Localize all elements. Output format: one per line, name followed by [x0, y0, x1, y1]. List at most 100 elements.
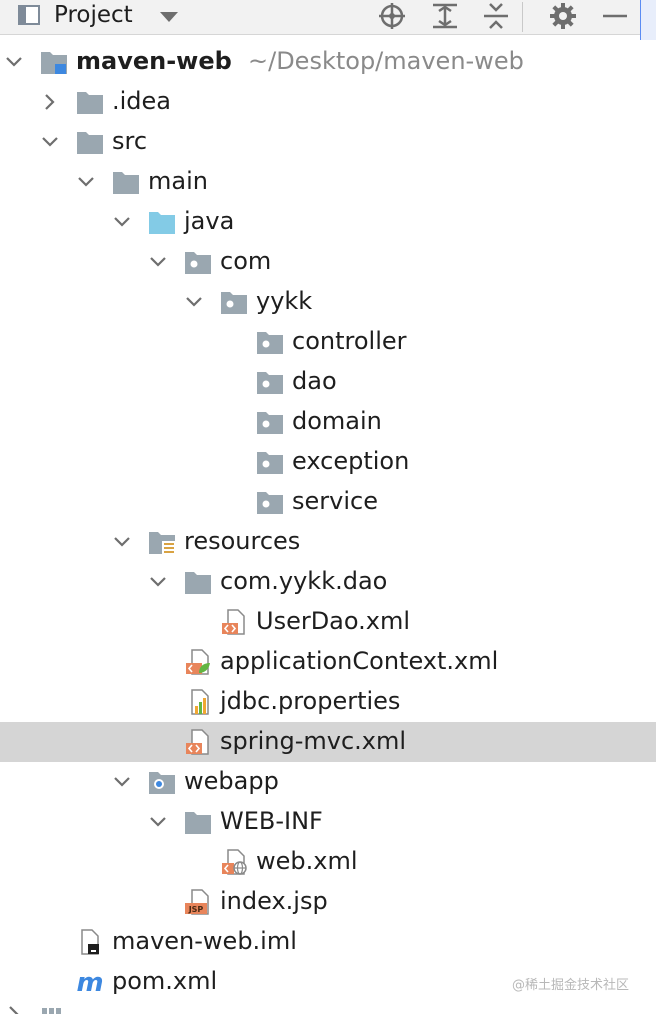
- collapse-all-icon[interactable]: [481, 2, 511, 30]
- tree-row-webapp[interactable]: webapp: [0, 762, 656, 802]
- tree-row-web-xml[interactable]: web.xml: [0, 842, 656, 882]
- tree-row-yykk[interactable]: yykk: [0, 282, 656, 322]
- tree-row-applicationcontext-xml[interactable]: applicationContext.xml: [0, 642, 656, 682]
- svg-text:JSP: JSP: [188, 905, 204, 914]
- tree-row-userdao-xml[interactable]: UserDao.xml: [0, 602, 656, 642]
- chevron-down-icon[interactable]: [148, 812, 168, 832]
- tree-row-main[interactable]: main: [0, 162, 656, 202]
- tree-label-applicationcontext-xml: applicationContext.xml: [220, 647, 499, 675]
- module-folder-icon: [41, 52, 67, 74]
- package-icon: [257, 492, 283, 514]
- tree-row-partial: [0, 1002, 656, 1014]
- tree-label-com-yykk-dao: com.yykk.dao: [220, 567, 388, 595]
- tree-row-domain[interactable]: domain: [0, 402, 656, 442]
- spring-xml-file-icon: [186, 649, 210, 675]
- tree-row-src[interactable]: src: [0, 122, 656, 162]
- tree-row-service[interactable]: service: [0, 482, 656, 522]
- tree-row-exception[interactable]: exception: [0, 442, 656, 482]
- folder-icon: [185, 572, 211, 594]
- package-icon: [257, 452, 283, 474]
- tree-label-java: java: [184, 207, 235, 235]
- tree-label-main: main: [148, 167, 208, 195]
- tree-label-com: com: [220, 247, 272, 275]
- tree-label-web-xml: web.xml: [256, 847, 358, 875]
- package-icon: [257, 372, 283, 394]
- tree-row-spring-mvc-xml[interactable]: spring-mvc.xml: [0, 722, 656, 762]
- web-xml-file-icon: [222, 849, 247, 875]
- chevron-down-icon[interactable]: [76, 172, 96, 192]
- library-icon: [42, 1008, 61, 1014]
- tree-label-src: src: [112, 127, 148, 155]
- tree-label-idea: .idea: [112, 87, 172, 115]
- tree-row-jdbc-properties[interactable]: jdbc.properties: [0, 682, 656, 722]
- tree-row-index-jsp[interactable]: JSP index.jsp: [0, 882, 656, 922]
- tree-label-pom-xml: pom.xml: [112, 967, 218, 995]
- tree-row-resources[interactable]: resources: [0, 522, 656, 562]
- hide-minus-icon[interactable]: [600, 2, 630, 30]
- tree-row-dao[interactable]: dao: [0, 362, 656, 402]
- maven-icon: m: [76, 969, 103, 995]
- folder-icon: [113, 172, 139, 194]
- folder-icon: [185, 812, 211, 834]
- chevron-down-icon[interactable]: [112, 772, 132, 792]
- xml-file-icon: [186, 729, 209, 755]
- jsp-file-icon: JSP: [185, 889, 209, 915]
- chevron-down-icon[interactable]: [40, 132, 60, 152]
- tree-label-maven-web-iml: maven-web.iml: [112, 927, 297, 955]
- tree-label-index-jsp: index.jsp: [220, 887, 328, 915]
- tree-label-userdao-xml: UserDao.xml: [256, 607, 411, 635]
- tree-label-exception: exception: [292, 447, 410, 475]
- tree-label-resources: resources: [184, 527, 301, 555]
- tree-label-controller: controller: [292, 327, 407, 355]
- xml-file-icon: [222, 609, 245, 635]
- tree-label-webapp: webapp: [184, 767, 279, 795]
- tree-row-pom-xml[interactable]: m pom.xml: [0, 962, 656, 1002]
- tree-row-controller[interactable]: controller: [0, 322, 656, 362]
- toolbar-separator: [522, 2, 523, 32]
- tree-label-jdbc-properties: jdbc.properties: [220, 687, 401, 715]
- tree-row-com[interactable]: com: [0, 242, 656, 282]
- svg-text:m: m: [76, 969, 103, 995]
- folder-icon: [77, 92, 103, 114]
- tree-label-dao: dao: [292, 367, 337, 395]
- resources-folder-icon: [149, 532, 175, 554]
- scroll-edge: [640, 0, 656, 40]
- source-folder-icon: [149, 212, 175, 234]
- chevron-down-icon[interactable]: [112, 532, 132, 552]
- settings-gear-icon[interactable]: [548, 2, 578, 30]
- dropdown-caret-icon[interactable]: [160, 12, 178, 22]
- tree-row-java[interactable]: java: [0, 202, 656, 242]
- project-view-icon[interactable]: [18, 5, 40, 25]
- tree-label-web-inf: WEB-INF: [220, 807, 323, 835]
- tree-label-service: service: [292, 487, 378, 515]
- tree-label-spring-mvc-xml: spring-mvc.xml: [220, 727, 407, 755]
- chevron-down-icon[interactable]: [184, 292, 204, 312]
- properties-file-icon: [191, 689, 209, 715]
- project-toolbar: Project: [0, 0, 656, 40]
- root-path: ~/Desktop/maven-web: [248, 47, 524, 75]
- tree-label-domain: domain: [292, 407, 382, 435]
- package-icon: [257, 412, 283, 434]
- chevron-down-icon[interactable]: [4, 52, 24, 72]
- web-folder-icon: [149, 772, 175, 794]
- package-icon: [257, 332, 283, 354]
- tool-window-title[interactable]: Project: [54, 2, 133, 28]
- tree-row-maven-web-iml[interactable]: maven-web.iml: [0, 922, 656, 962]
- tree-row-web-inf[interactable]: WEB-INF: [0, 802, 656, 842]
- tree-row-idea[interactable]: .idea: [0, 82, 656, 122]
- locate-icon[interactable]: [377, 2, 407, 30]
- expand-all-icon[interactable]: [430, 2, 460, 30]
- chevron-right-icon[interactable]: [40, 92, 60, 112]
- chevron-down-icon[interactable]: [112, 212, 132, 232]
- tree-label-yykk: yykk: [256, 287, 313, 315]
- chevron-down-icon[interactable]: [148, 572, 168, 592]
- chevron-down-icon[interactable]: [148, 252, 168, 272]
- tree-label-root: maven-web: [76, 47, 232, 75]
- package-icon: [221, 292, 247, 314]
- folder-icon: [77, 132, 103, 154]
- tree-row-root[interactable]: maven-web ~/Desktop/maven-web: [0, 42, 656, 82]
- iml-file-icon: [81, 929, 99, 955]
- tree-row-com-yykk-dao[interactable]: com.yykk.dao: [0, 562, 656, 602]
- chevron-right-icon: [9, 1006, 19, 1014]
- watermark: @稀土掘金技术社区: [512, 978, 630, 993]
